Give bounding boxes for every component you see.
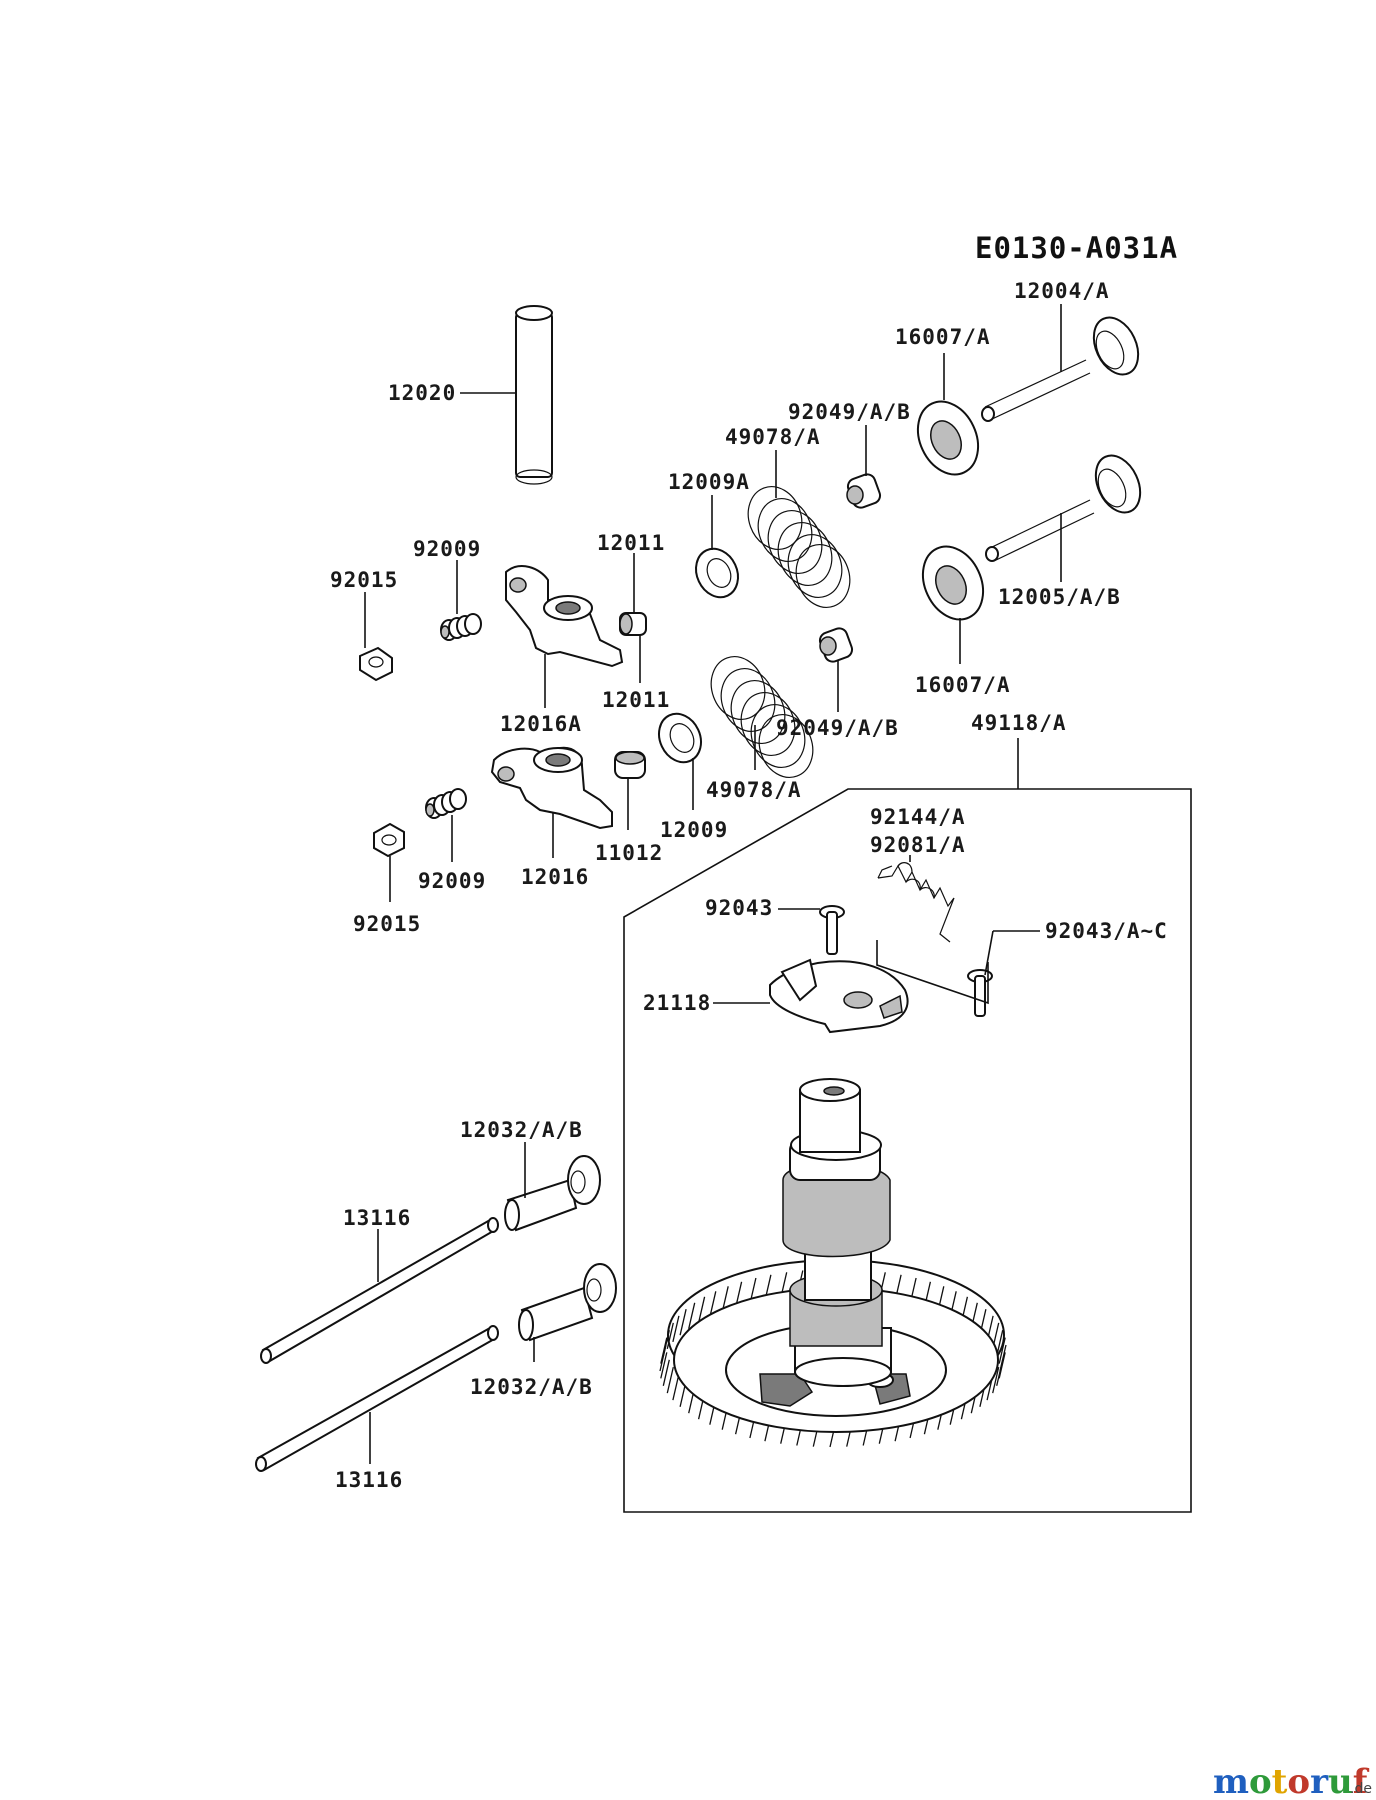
- label-92049ab-bot: 92049/A/B: [776, 716, 899, 740]
- part-92049ab-top-collet: [846, 473, 882, 509]
- label-12005ab: 12005/A/B: [998, 585, 1121, 609]
- part-92009-top-adjuster: [440, 613, 482, 641]
- part-camshaft-gear: [659, 1078, 1007, 1448]
- logo-letter: o: [1249, 1762, 1272, 1800]
- label-12011-top: 12011: [597, 531, 665, 555]
- gear-tooth: [998, 1352, 1006, 1379]
- label-12009: 12009: [660, 818, 728, 842]
- label-16007a-top: 16007/A: [895, 325, 991, 349]
- label-11012: 11012: [595, 841, 663, 865]
- gear-tooth: [992, 1366, 1000, 1394]
- part-12032ab-top-tappet: [504, 1155, 601, 1232]
- gear-tooth: [660, 1337, 668, 1364]
- label-12032ab-top: 12032/A/B: [460, 1118, 583, 1142]
- label-12009a: 12009A: [668, 470, 750, 494]
- label-92043: 92043: [705, 896, 773, 920]
- motoruf-logo: motoruf .de: [1213, 1762, 1372, 1800]
- label-13116-bot: 13116: [335, 1468, 403, 1492]
- logo-letter: u: [1328, 1762, 1353, 1800]
- label-12020: 12020: [388, 381, 456, 405]
- label-12011-bot: 12011: [602, 688, 670, 712]
- label-12016: 12016: [521, 865, 589, 889]
- label-49078a-top: 49078/A: [725, 425, 821, 449]
- part-12004a-valve: [981, 316, 1140, 422]
- logo-letter: m: [1213, 1762, 1249, 1800]
- part-92081a-spring: [877, 862, 955, 943]
- part-49078a-bottom-spring: [710, 656, 814, 778]
- label-12032ab-bot: 12032/A/B: [470, 1375, 593, 1399]
- label-12016a: 12016A: [500, 712, 582, 736]
- label-21118: 21118: [643, 991, 711, 1015]
- gear-tooth: [697, 1296, 706, 1323]
- part-12005ab-valve: [985, 454, 1142, 562]
- part-12009-retainer: [658, 712, 702, 764]
- part-12032ab-bottom-tappet: [518, 1263, 617, 1342]
- logo-letter: t: [1272, 1762, 1288, 1800]
- label-49078a-bot: 49078/A: [706, 778, 802, 802]
- gear-tooth: [672, 1315, 680, 1343]
- gear-tooth: [709, 1291, 717, 1318]
- svg-text:.de: .de: [1350, 1781, 1372, 1797]
- gear-tooth: [996, 1359, 1004, 1386]
- gear-tooth: [672, 1373, 680, 1401]
- logo-letter: r: [1310, 1762, 1329, 1800]
- label-49118a: 49118/A: [971, 711, 1067, 735]
- part-92015-top-nut: [359, 646, 393, 682]
- svg-text:motoruf: motoruf: [1213, 1762, 1370, 1800]
- gear-tooth: [679, 1309, 687, 1336]
- gear-tooth: [666, 1366, 674, 1394]
- logo-letter: f: [1353, 1762, 1370, 1800]
- label-92081a: 92081/A: [870, 833, 966, 857]
- part-12016-rocker-arm: [490, 746, 613, 830]
- part-12011-top: [619, 612, 647, 636]
- gear-tooth: [688, 1302, 696, 1329]
- part-92049ab-bottom-collet: [818, 627, 854, 663]
- diagram-code: E0130-A031A: [975, 231, 1178, 265]
- part-16007a-bottom-seat: [921, 545, 985, 621]
- label-92009-bot: 92009: [418, 869, 486, 893]
- label-92009-top: 92009: [413, 537, 481, 561]
- part-12009a-retainer: [695, 547, 739, 599]
- gear-tooth: [662, 1330, 670, 1357]
- label-13116-top: 13116: [343, 1206, 411, 1230]
- label-16007a-bot: 16007/A: [915, 673, 1011, 697]
- part-13116-top-pushrod: [260, 1217, 499, 1364]
- part-11012-cap: [614, 751, 646, 779]
- label-92144a: 92144/A: [870, 805, 966, 829]
- gear-tooth: [660, 1352, 668, 1379]
- part-92043ac-pin: [967, 969, 993, 1017]
- part-92015-bottom-nut: [373, 822, 405, 858]
- gear-tooth: [662, 1359, 670, 1386]
- part-12016a-rocker-arm: [505, 565, 624, 668]
- label-92043ac: 92043/A~C: [1045, 919, 1168, 943]
- part-92009-bottom-adjuster: [425, 788, 467, 819]
- part-49078a-top-spring: [747, 486, 851, 608]
- logo-letter: o: [1287, 1762, 1310, 1800]
- part-13116-bottom-pushrod: [255, 1325, 499, 1472]
- part-92043-pin: [819, 905, 845, 955]
- assembly-49118a-frame: [623, 788, 1192, 1513]
- part-21118-plate: [769, 958, 909, 1034]
- label-12004a: 12004/A: [1014, 279, 1110, 303]
- gear-tooth: [998, 1337, 1006, 1364]
- part-16007a-top-seat: [916, 400, 980, 476]
- label-92049ab-top: 92049/A/B: [788, 400, 911, 424]
- label-92015-bot: 92015: [353, 912, 421, 936]
- gear-tooth: [666, 1322, 674, 1350]
- part-12020-shaft: [515, 305, 553, 485]
- label-92015-top: 92015: [330, 568, 398, 592]
